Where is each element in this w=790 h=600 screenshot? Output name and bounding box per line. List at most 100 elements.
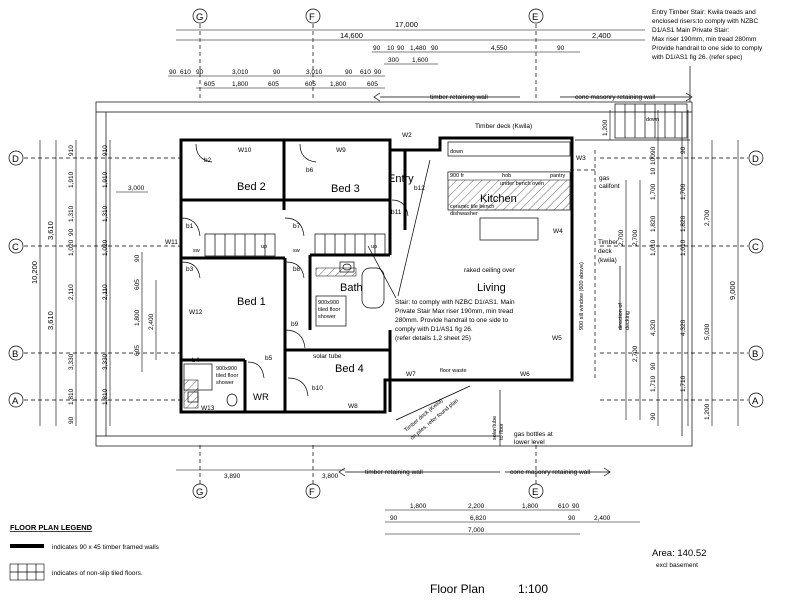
dim-right-inner-0: 2,700 bbox=[618, 229, 625, 246]
note-entry-4: Provide handrail to one side to comply bbox=[652, 45, 763, 52]
door-b2: b2 bbox=[204, 157, 212, 164]
dim-right-col2-9: 1,710 bbox=[680, 375, 687, 392]
dim-left-inner-1: 605 bbox=[134, 279, 141, 290]
grid-bubble-f-top: F bbox=[309, 12, 315, 23]
note-stair-1: Private Stair Max riser 190mm, min tread bbox=[395, 308, 514, 315]
drawing-scale: 1:100 bbox=[518, 582, 548, 596]
dim-top-row5-0: 90 bbox=[169, 69, 177, 76]
dim-right-outer: 9,000 bbox=[728, 281, 737, 300]
grid-bubble-b-right: B bbox=[752, 349, 758, 360]
label-shower-wr-1: tiled floor bbox=[216, 373, 238, 379]
dim-left-col2-7: 1,810 bbox=[102, 388, 109, 405]
window-w12: W12 bbox=[189, 309, 203, 316]
label-floor-waste: floor waste bbox=[440, 368, 467, 374]
door-b9: b9 bbox=[291, 321, 299, 328]
room-entry: Entry bbox=[388, 173, 414, 185]
dim-left-col-6: 3,330 bbox=[68, 353, 75, 370]
room-bed-3: Bed 3 bbox=[331, 183, 360, 195]
label-timber-retaining-top: timber retaining wall bbox=[430, 94, 488, 101]
grid-bubble-g-bottom: G bbox=[196, 487, 203, 498]
deck-outline bbox=[95, 101, 693, 447]
stair-up-left: up bbox=[261, 244, 267, 250]
dim-right-col2-1: 90 bbox=[680, 146, 687, 154]
grid-bubble-b-left: B bbox=[12, 349, 18, 360]
dim-right-inner-1: 2,700 bbox=[632, 229, 639, 246]
dim-bottom-row3-1: 6,820 bbox=[470, 515, 487, 522]
dim-top-row5-1: 610 bbox=[180, 69, 191, 76]
note-entry-2: D1/AS1 Main Private Stair: bbox=[652, 27, 730, 34]
label-kitchen-bench: ceramic tile bench bbox=[450, 204, 494, 210]
dim-top-row5-2: 90 bbox=[196, 69, 204, 76]
label-fridge: 900 fr bbox=[450, 173, 464, 179]
dim-right-col2-5: 1,820 bbox=[680, 215, 687, 232]
legend-wall-swatch bbox=[10, 544, 44, 548]
dim-bottom-row1-0: 3,890 bbox=[224, 473, 241, 480]
grid-bubble-e-top: E bbox=[532, 12, 538, 23]
window-w10: W10 bbox=[238, 147, 252, 154]
dim-right-col-3: 10 bbox=[650, 167, 657, 175]
dim-bottom-row2-0: 1,800 bbox=[410, 503, 427, 510]
dim-left-mid-b: 3,610 bbox=[46, 311, 55, 330]
bath-fixtures: 900x900 tiled floor shower 900x900 tiled… bbox=[183, 261, 385, 409]
dim-top-row3-2: 90 bbox=[397, 45, 405, 52]
dim-left-inner-2: 1,800 bbox=[134, 309, 141, 326]
dim-top-row3-5: 4,550 bbox=[491, 45, 508, 52]
label-sw-left: sw bbox=[193, 248, 200, 254]
door-b12: b12 bbox=[414, 185, 425, 192]
dim-right-col-1: 90 bbox=[650, 146, 657, 154]
window-w9: W9 bbox=[336, 147, 346, 154]
note-stair-0: Stair: to comply with NZBC D1/AS1. Main bbox=[395, 299, 515, 306]
dim-bottom-row2-4: 90 bbox=[572, 503, 580, 510]
dim-right-col-4: 1,700 bbox=[650, 183, 657, 200]
note-stair-2: 280mm. Provide handrail to one side to bbox=[395, 317, 508, 324]
grid-bubble-f-bottom: F bbox=[309, 487, 315, 498]
note-entry-1: enclosed risers:to comply with NZBC bbox=[652, 18, 759, 25]
dim-left-col-1: 1,910 bbox=[68, 171, 75, 188]
dim-right-col-6: 1,010 bbox=[650, 239, 657, 256]
dim-bottom-row1-1: 3,800 bbox=[322, 473, 339, 480]
door-labels: b2 b6 b1 b7 b3 b8 b9 b4 b5 b10 b11 b12 bbox=[186, 157, 425, 392]
legend-tiles: indicates of non-slip tiled floors. bbox=[52, 570, 143, 577]
label-pantry: pantry bbox=[550, 173, 566, 179]
door-b3: b3 bbox=[186, 266, 194, 273]
label-sw-right: sw bbox=[293, 248, 300, 254]
window-w5: W5 bbox=[552, 335, 562, 342]
area-value: Area: 140.52 bbox=[652, 548, 706, 559]
dim-left-col2-6: 3,330 bbox=[102, 353, 109, 370]
dim-bottom-row2-1: 2,200 bbox=[468, 503, 485, 510]
label-shower-bath-1: tiled floor bbox=[318, 307, 340, 313]
label-raked-ceiling: raked ceiling over bbox=[464, 267, 516, 274]
dim-top-row6-1: 1,800 bbox=[232, 81, 249, 88]
dim-left-mid-a: 3,610 bbox=[46, 221, 55, 240]
room-kitchen: Kitchen bbox=[480, 193, 517, 205]
dim-top-row4-0: 300 bbox=[388, 57, 399, 64]
dim-left-col-5: 2,110 bbox=[68, 284, 75, 300]
dim-bottom-row3-3: 2,400 bbox=[594, 515, 611, 522]
dim-left-col-7: 1,810 bbox=[68, 388, 75, 405]
grid-bubble-g-top: G bbox=[196, 12, 203, 23]
dim-left-col-2: 1,310 bbox=[68, 205, 75, 222]
dim-top-overall: 17,000 bbox=[395, 20, 418, 29]
exterior-walls bbox=[179, 136, 574, 414]
label-shower-wr-2: shower bbox=[216, 380, 234, 386]
window-w7: W7 bbox=[406, 371, 416, 378]
dim-left-col-8: 90 bbox=[68, 416, 75, 424]
legend-heading: FLOOR PLAN LEGEND bbox=[10, 523, 93, 532]
label-gas-califont-1: califont bbox=[599, 183, 620, 190]
window-w13: W13 bbox=[201, 405, 215, 412]
dim-top-row2-a: 14,600 bbox=[340, 31, 363, 40]
note-entry-3: Max riser 190mm, min tread 280mm bbox=[652, 36, 756, 43]
label-deck-right-0: Timber bbox=[598, 239, 619, 246]
label-gas-bottles-1: lower level bbox=[514, 439, 545, 446]
room-bed-4: Bed 4 bbox=[335, 363, 364, 375]
right-dimensions: 1,200 90 100 10 1,700 1,820 1,010 4,320 … bbox=[602, 110, 739, 426]
dim-left-inner-4: 2,400 bbox=[148, 313, 155, 330]
window-w2: W2 bbox=[402, 132, 412, 139]
label-shower-bath-2: shower bbox=[318, 314, 336, 320]
bottom-dimensions: 3,890 3,800 1,800 2,200 1,800 610 90 90 … bbox=[176, 469, 640, 535]
dim-right-col2-4: 1,700 bbox=[680, 183, 687, 200]
dim-top-row3-3: 1,480 bbox=[410, 45, 427, 52]
left-dimensions: 10,200 3,610 3,610 910 1,910 1,310 90 1,… bbox=[30, 140, 157, 426]
dim-right-mid-1: 5,030 bbox=[704, 323, 711, 340]
